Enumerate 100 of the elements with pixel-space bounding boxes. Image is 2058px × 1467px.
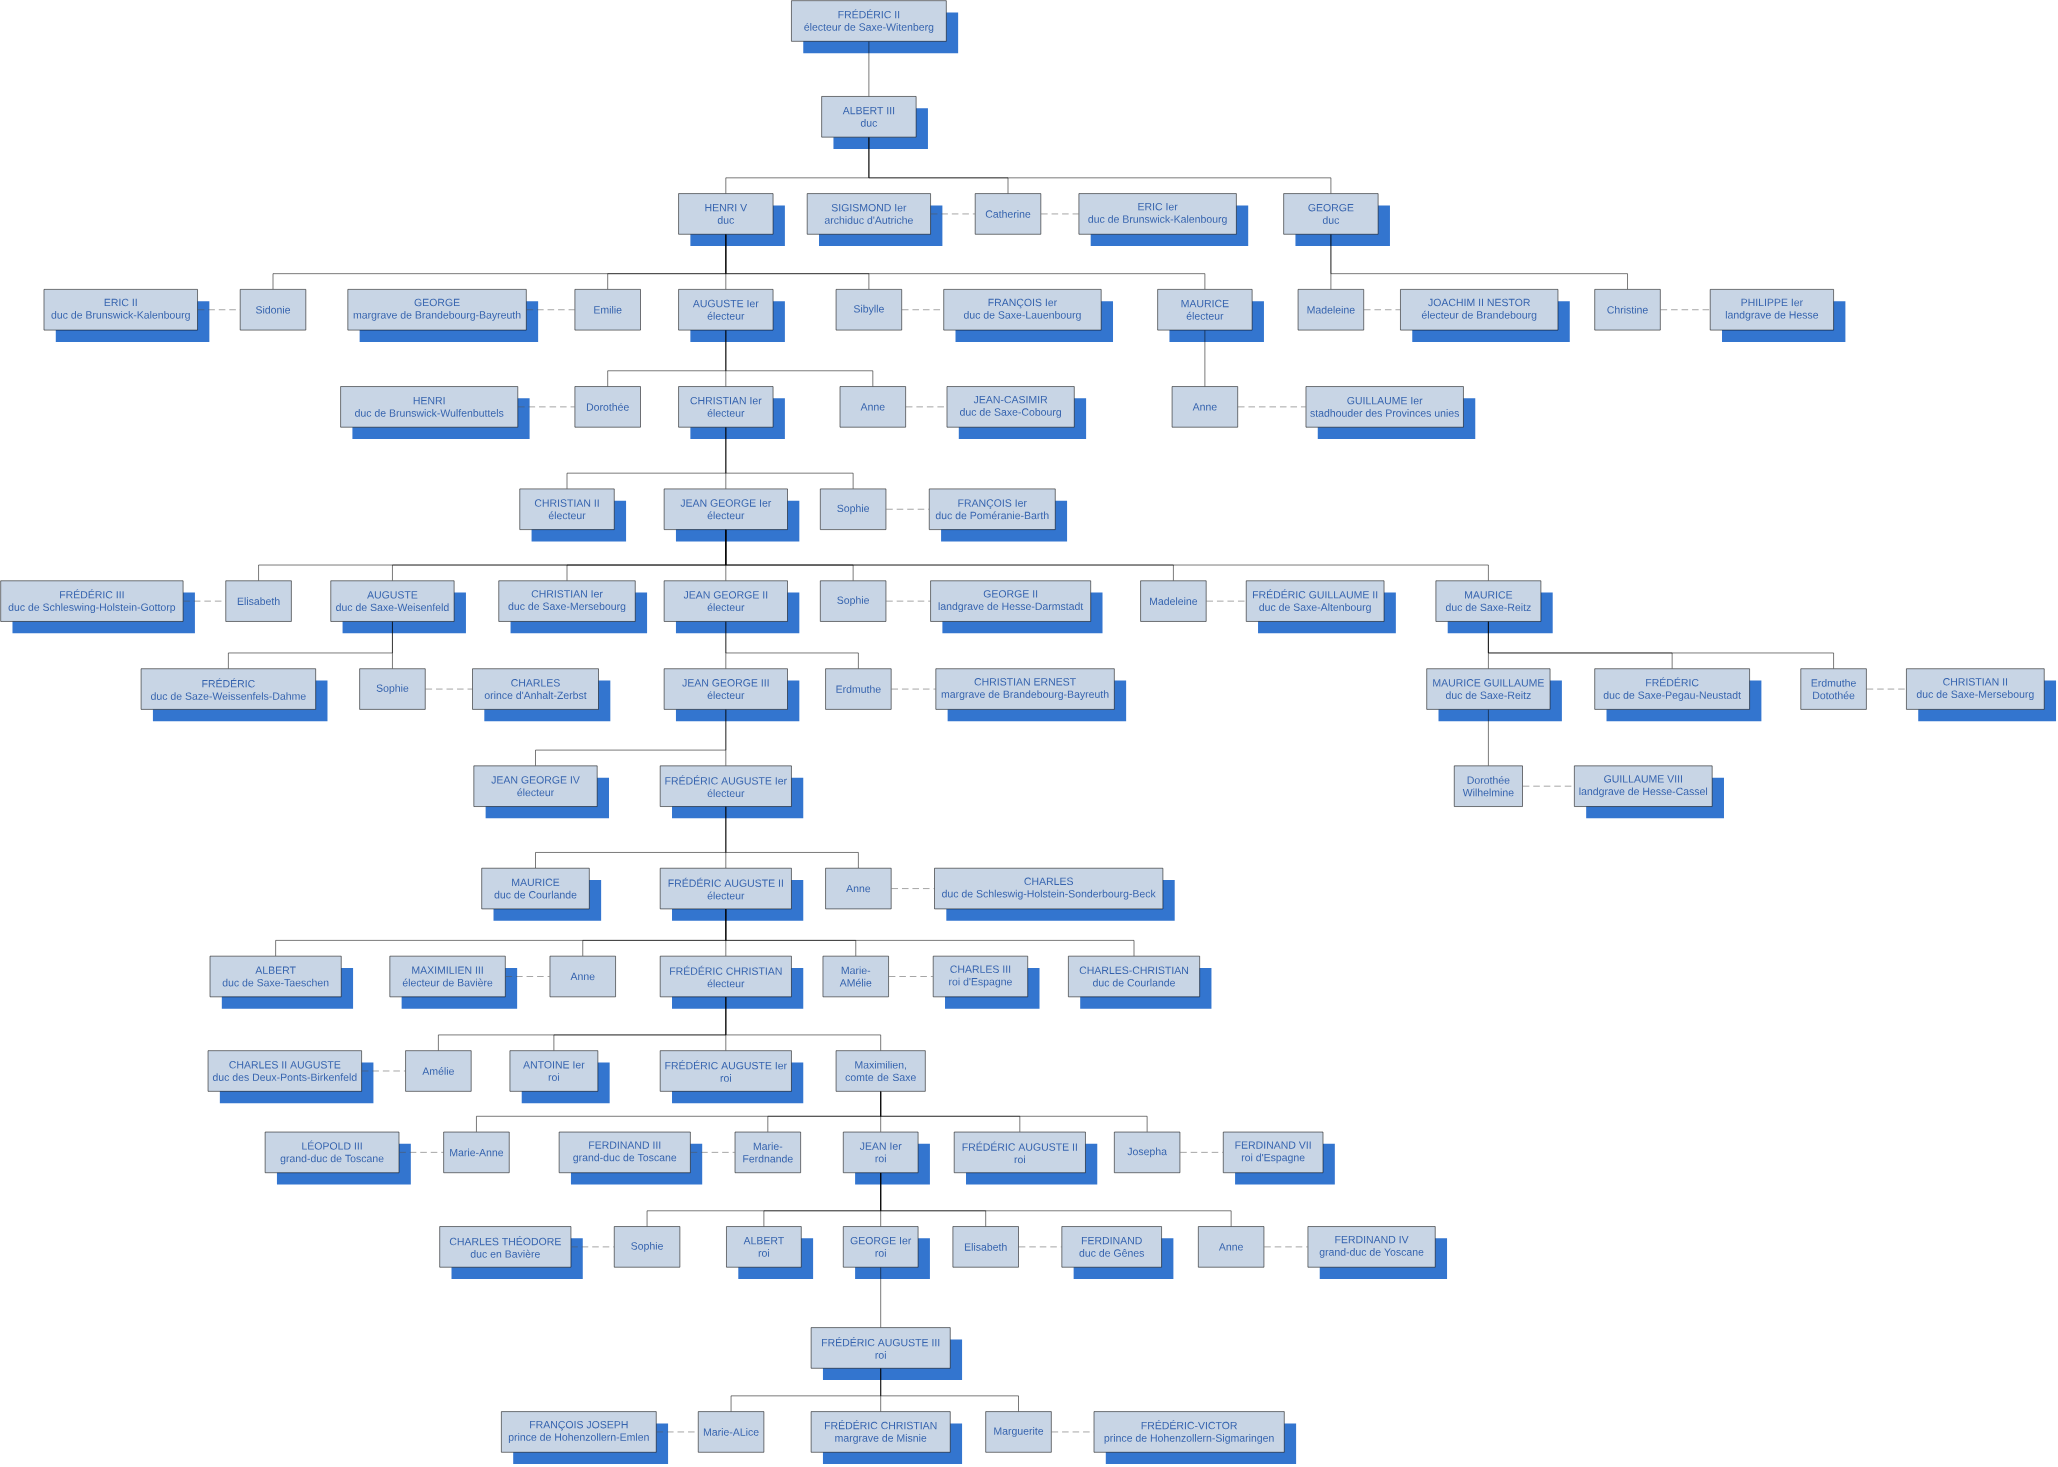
person-box: Sophie — [359, 668, 426, 710]
person-box: Marie-AMélie — [822, 955, 889, 997]
person-box: JOACHIM II NESTOR électeur de Brandebourg — [1400, 288, 1570, 342]
person-box: Sidonie — [239, 288, 307, 331]
dashed-line — [930, 213, 976, 214]
person-box: Elisabeth — [225, 580, 292, 622]
person-box: Marie-ALice — [698, 1411, 765, 1453]
person-box: FRÉDÉRIC CHRISTIAN électeur — [659, 955, 804, 1009]
person-box: FRANÇOIS Ier duc de Saxe-Lauenbourg — [943, 288, 1113, 342]
dashed-line — [1660, 309, 1711, 310]
person-box: Erdmuthe Dotothée — [1800, 668, 1867, 710]
dashed-line — [690, 1151, 735, 1153]
connector-line — [725, 529, 1489, 581]
person-box: JEAN GEORGE Ier électeur — [663, 488, 800, 542]
dashed-line — [526, 309, 575, 310]
person-box: MAURICE duc de Courlande — [481, 867, 602, 921]
person-box: ERIC Ier duc de Brunswick-Kalenbourg — [1078, 193, 1249, 246]
person-box: Sophie — [820, 580, 887, 622]
dashed-line — [891, 688, 936, 690]
person-box: Anne — [839, 386, 906, 428]
connector-line — [725, 329, 874, 387]
person-box: FRÉDÉRIC GUILLAUME II duc de Saxe-Altenbourg — [1245, 580, 1396, 634]
connector-line — [880, 1368, 1019, 1412]
dashed-line — [1237, 406, 1306, 407]
connector-line — [725, 621, 859, 669]
person-box: Anne — [825, 867, 892, 909]
person-box: Elisabeth — [952, 1226, 1019, 1268]
person-box: FRÉDÉRIC AUGUSTE III roi — [810, 1327, 963, 1380]
person-box: FRÉDÉRIC duc de Saze-Weissenfels-Dahme — [140, 668, 328, 722]
person-box: FRÉDÉRIC III duc de Schleswing-Holstein-Gottorp — [0, 580, 195, 634]
person-box: Sophie — [614, 1226, 681, 1268]
person-box: HENRI duc de Brunswick-Wulfenbuttels — [340, 386, 530, 439]
person-box: FRÉDÉRIC AUGUSTE II roi — [953, 1131, 1098, 1185]
person-box: AUGUSTE Ier électeur — [678, 288, 785, 342]
connector-line — [1330, 234, 1628, 290]
person-box: CHRISTIAN II duc de Saxe-Mersebourg — [1906, 668, 2057, 722]
connector-line — [725, 806, 859, 869]
person-box: JEAN Ier roi — [843, 1131, 930, 1185]
dashed-line — [1179, 1151, 1224, 1153]
connector-line — [725, 234, 1206, 290]
person-box: CHARLES THÉODORE duc en Bavière — [439, 1226, 583, 1279]
person-box: GEORGE duc — [1283, 193, 1390, 246]
connector-line — [725, 908, 1135, 956]
connector-line — [725, 427, 854, 489]
connector-line — [868, 137, 1332, 194]
person-box: JEAN GEORGE II électeur — [663, 580, 800, 634]
person-box: FRÉDÉRIC duc de Saxe-Pegau-Neustadt — [1594, 668, 1762, 722]
person-box: CHARLES III roi d'Espagne — [932, 955, 1040, 1009]
person-box: GUILLAUME Ier stadhouder des Provinces unies — [1305, 386, 1476, 439]
dashed-line — [1263, 1246, 1308, 1247]
person-box: ALBERT roi — [726, 1226, 814, 1279]
dashed-line — [399, 1151, 444, 1153]
dashed-line — [425, 688, 473, 690]
dashed-line — [905, 406, 947, 407]
person-box: CHARLES-CHRISTIAN duc de Courlande — [1068, 955, 1212, 1009]
person-box: FRÉDÉRIC CHRISTIAN margrave de Misnie — [810, 1411, 963, 1464]
person-box: Amélie — [405, 1050, 472, 1092]
person-box: MAURICE électeur — [1157, 288, 1264, 342]
dashed-line — [570, 1246, 615, 1247]
person-box: Madeleine — [1297, 288, 1364, 331]
person-box: Christine — [1594, 288, 1661, 331]
person-box: FRÉDÉRIC-VICTOR prince de Hohenzollern-Sigmaringen — [1093, 1411, 1297, 1464]
person-box: Catherine — [974, 193, 1042, 235]
person-box: Emilie — [574, 288, 641, 331]
dashed-line — [1018, 1246, 1062, 1247]
person-box: CHARLES orince d'Anhalt-Zerbst — [472, 668, 611, 722]
person-box: CHRISTIAN Ier électeur — [678, 386, 785, 439]
person-box: PHILIPPE Ier landgrave de Hesse — [1709, 288, 1846, 342]
person-box: FERDINAND III grand-duc de Toscane — [558, 1131, 703, 1185]
person-box: GEORGE Ier roi — [843, 1226, 930, 1279]
person-box: Dorothée Wilhelmine — [1454, 765, 1523, 807]
dashed-line — [505, 976, 550, 977]
person-box: ERIC II duc de Brunswick-Kalenbourg — [43, 288, 210, 342]
connector-line — [880, 1267, 881, 1328]
person-box: ANTOINE Ier roi — [509, 1050, 610, 1103]
person-box: Anne — [549, 955, 616, 997]
person-box: CHRISTIAN ERNEST margrave de Brandebourg-Bayreuth — [935, 668, 1127, 722]
person-box: JEAN GEORGE IV électeur — [473, 765, 609, 819]
person-box: SIGISMOND Ier archiduc d'Autriche — [806, 193, 943, 246]
connector-line — [1488, 621, 1834, 669]
person-box: Maximilien, comte de Saxe — [835, 1050, 926, 1092]
person-box: Anne — [1198, 1226, 1265, 1268]
dashed-line — [1040, 213, 1079, 214]
person-box: FRÉDÉRIC AUGUSTE Ier roi — [659, 1050, 804, 1103]
person-box: FRANÇOIS JOSEPH prince de Hohenzollern-Emlen — [501, 1411, 669, 1464]
person-box: CHARLES duc de Schleswig-Holstein-Sonderbourg-Beck — [934, 867, 1175, 921]
connector-line — [868, 41, 870, 97]
connector-line — [1488, 709, 1489, 766]
person-box: FRÉDÉRIC II électeur de Saxe-Witenberg — [791, 0, 959, 53]
person-box: Sibylle — [835, 288, 902, 331]
dashed-line — [197, 309, 241, 310]
dashed-line — [888, 976, 934, 977]
person-box: FRÉDÉRIC AUGUSTE II électeur — [659, 867, 804, 921]
connector-line — [880, 1091, 1148, 1132]
person-box: Erdmuthe — [825, 668, 892, 710]
person-box: Marie-Anne — [443, 1131, 510, 1173]
dashed-line — [1522, 785, 1575, 787]
person-box: MAURICE duc de Saxe-Reitz — [1435, 580, 1553, 634]
person-box: MAXIMILIEN III électeur de Bavière — [389, 955, 518, 1009]
dashed-line — [361, 1070, 406, 1072]
